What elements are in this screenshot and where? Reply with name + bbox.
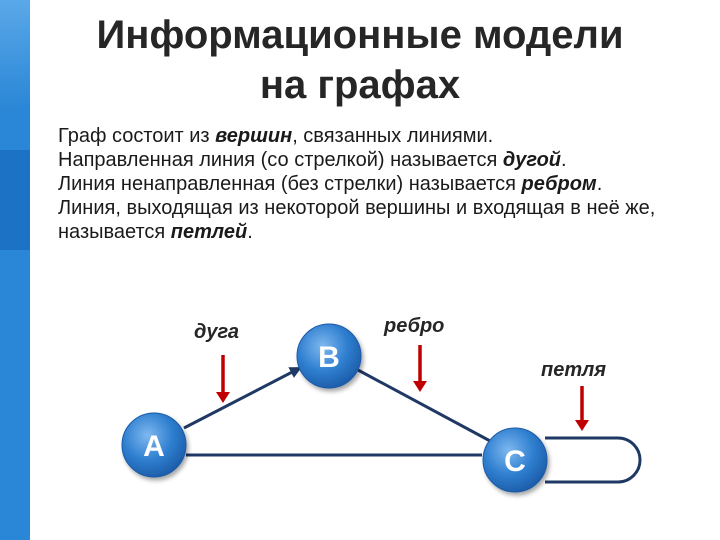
node-a-circle — [121, 412, 187, 478]
definition-line-3: Линия ненаправленная (без стрелки) назыв… — [58, 172, 698, 196]
label-loop: петля — [541, 359, 606, 381]
title-line-2: на графах — [259, 63, 461, 107]
node-b-letter: B — [318, 341, 340, 374]
node-c-circle — [482, 427, 548, 493]
definition-line-4: Линия, выходящая из некоторой вершины и … — [58, 196, 698, 244]
node-c-letter: C — [504, 445, 526, 478]
term-vertices: вершин — [215, 125, 293, 147]
text-segment: Направленная линия (со стрелкой) называе… — [58, 149, 503, 171]
node-a-letter: A — [143, 430, 165, 463]
text-segment: . — [596, 173, 603, 195]
arc-a-to-b — [183, 366, 302, 430]
side-accent-bar — [0, 0, 30, 540]
text-segment: , связанных линиями. — [292, 125, 494, 147]
pointer-arrowhead-arc — [216, 392, 230, 403]
text-segment: . — [561, 149, 567, 171]
definition-line-2: Направленная линия (со стрелкой) называе… — [58, 148, 698, 172]
slide-title: Информационные модели на графах — [40, 10, 680, 110]
pointer-arrowhead-edge — [413, 381, 427, 392]
text-segment: Граф состоит из — [58, 125, 216, 147]
side-accent-band — [0, 150, 30, 250]
text-segment: Линия ненаправленная (без стрелки) назыв… — [58, 173, 522, 195]
node-b-circle — [296, 323, 362, 389]
term-loop: петлей — [170, 221, 248, 243]
label-edge: ребро — [383, 315, 444, 337]
term-edge: ребром — [521, 173, 597, 195]
loop-c — [545, 436, 642, 484]
title-line-1: Информационные модели — [96, 13, 624, 57]
definition-text: Граф состоит из вершин, связанных линиям… — [58, 124, 698, 244]
node-b: B — [296, 323, 362, 389]
label-arc: дуга — [194, 321, 239, 343]
text-segment: . — [247, 221, 253, 243]
edge-b-to-c — [357, 368, 493, 444]
definition-line-1: Граф состоит из вершин, связанных линиям… — [58, 124, 698, 148]
term-arc: дугой — [502, 149, 562, 171]
node-c: C — [482, 427, 548, 493]
text-segment: Линия, выходящая из некоторой вершины и … — [58, 197, 656, 243]
node-a: A — [121, 412, 187, 478]
pointer-arrowhead-loop — [575, 420, 589, 431]
